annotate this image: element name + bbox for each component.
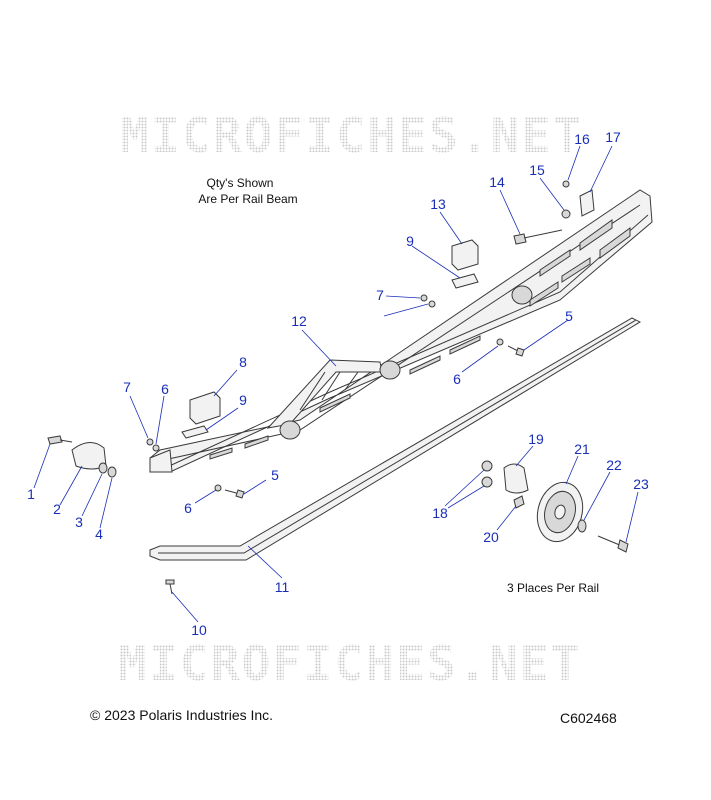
callout-6-left: 6: [161, 381, 169, 397]
part-16-screw: [562, 180, 570, 188]
callout-14: 14: [489, 174, 505, 190]
part-1-bolt: [47, 435, 73, 445]
part-14-bolt: [513, 229, 563, 245]
callout-20: 20: [483, 529, 499, 545]
callout-1: 1: [27, 486, 35, 502]
part-6-washer-right: [496, 338, 504, 346]
part-7-nut-upper: [420, 294, 428, 302]
part-21-wheel: [536, 481, 584, 543]
callout-13: 13: [430, 196, 446, 212]
qty-note-line2: Are Per Rail Beam: [198, 192, 297, 206]
watermark-bottom: MICROFICHES.NET: [118, 636, 581, 692]
part-18-nut-b: [481, 476, 493, 488]
copyright-text: © 2023 Polaris Industries Inc.: [90, 707, 273, 723]
part-6-washer-center: [214, 484, 222, 492]
callout-16: 16: [574, 131, 590, 147]
callout-21: 21: [574, 441, 590, 457]
callout-7-left: 7: [123, 379, 131, 395]
part-9-insert-upper: [451, 273, 479, 289]
callout-17: 17: [605, 129, 621, 145]
leader-lines: [33, 145, 639, 623]
part-22-washer: [577, 519, 587, 533]
qty-note-line1: Qty's Shown: [207, 176, 274, 190]
part-5-bolt-center: [224, 489, 245, 499]
part-8-block: [189, 391, 221, 425]
part-18-nut-a: [481, 460, 493, 472]
callout-11: 11: [275, 579, 290, 595]
part-9-insert-left: [181, 425, 209, 439]
callout-10: 10: [191, 622, 207, 638]
callout-7-upper: 7: [376, 287, 384, 303]
callout-18: 18: [432, 505, 448, 521]
part-3-washer: [98, 462, 108, 474]
part-20-bolt: [513, 495, 525, 509]
callout-8: 8: [239, 354, 247, 370]
part-17-bracket: [579, 189, 595, 217]
callout-6-center: 6: [184, 500, 192, 516]
part-7-nut-left: [146, 438, 154, 446]
callout-12: 12: [291, 313, 307, 329]
callout-9-left: 9: [239, 392, 247, 408]
callout-15: 15: [529, 162, 545, 178]
diagram-code: C602468: [560, 710, 617, 726]
part-4-nut: [107, 466, 117, 478]
places-note: 3 Places Per Rail: [507, 581, 599, 595]
rail-beam: [149, 189, 653, 473]
callout-2: 2: [53, 501, 61, 517]
part-6-washer-upper: [428, 300, 436, 308]
callout-4: 4: [95, 526, 103, 542]
part-5-bolt-right: [507, 345, 525, 357]
part-23-axle-bolt: [597, 535, 629, 553]
callout-labels: 1 2 3 4 5 5 6 6 6 7 7 8 9 9 10 11 12 13 …: [27, 129, 649, 638]
callout-9-upper: 9: [406, 233, 414, 249]
slide: [149, 317, 642, 561]
part-15-nut: [561, 209, 571, 219]
callout-19: 19: [528, 431, 544, 447]
callout-5-center: 5: [271, 467, 279, 483]
part-6-washer-left: [152, 444, 160, 452]
part-13-block: [451, 239, 479, 271]
watermark-top: MICROFICHES.NET: [120, 108, 583, 164]
part-10-bolt: [165, 579, 175, 595]
callout-5-right: 5: [565, 308, 573, 324]
callout-3: 3: [75, 514, 83, 530]
part-19-spacer: [503, 463, 529, 494]
callout-6-right: 6: [453, 371, 461, 387]
callout-23: 23: [633, 476, 649, 492]
callout-22: 22: [606, 457, 622, 473]
